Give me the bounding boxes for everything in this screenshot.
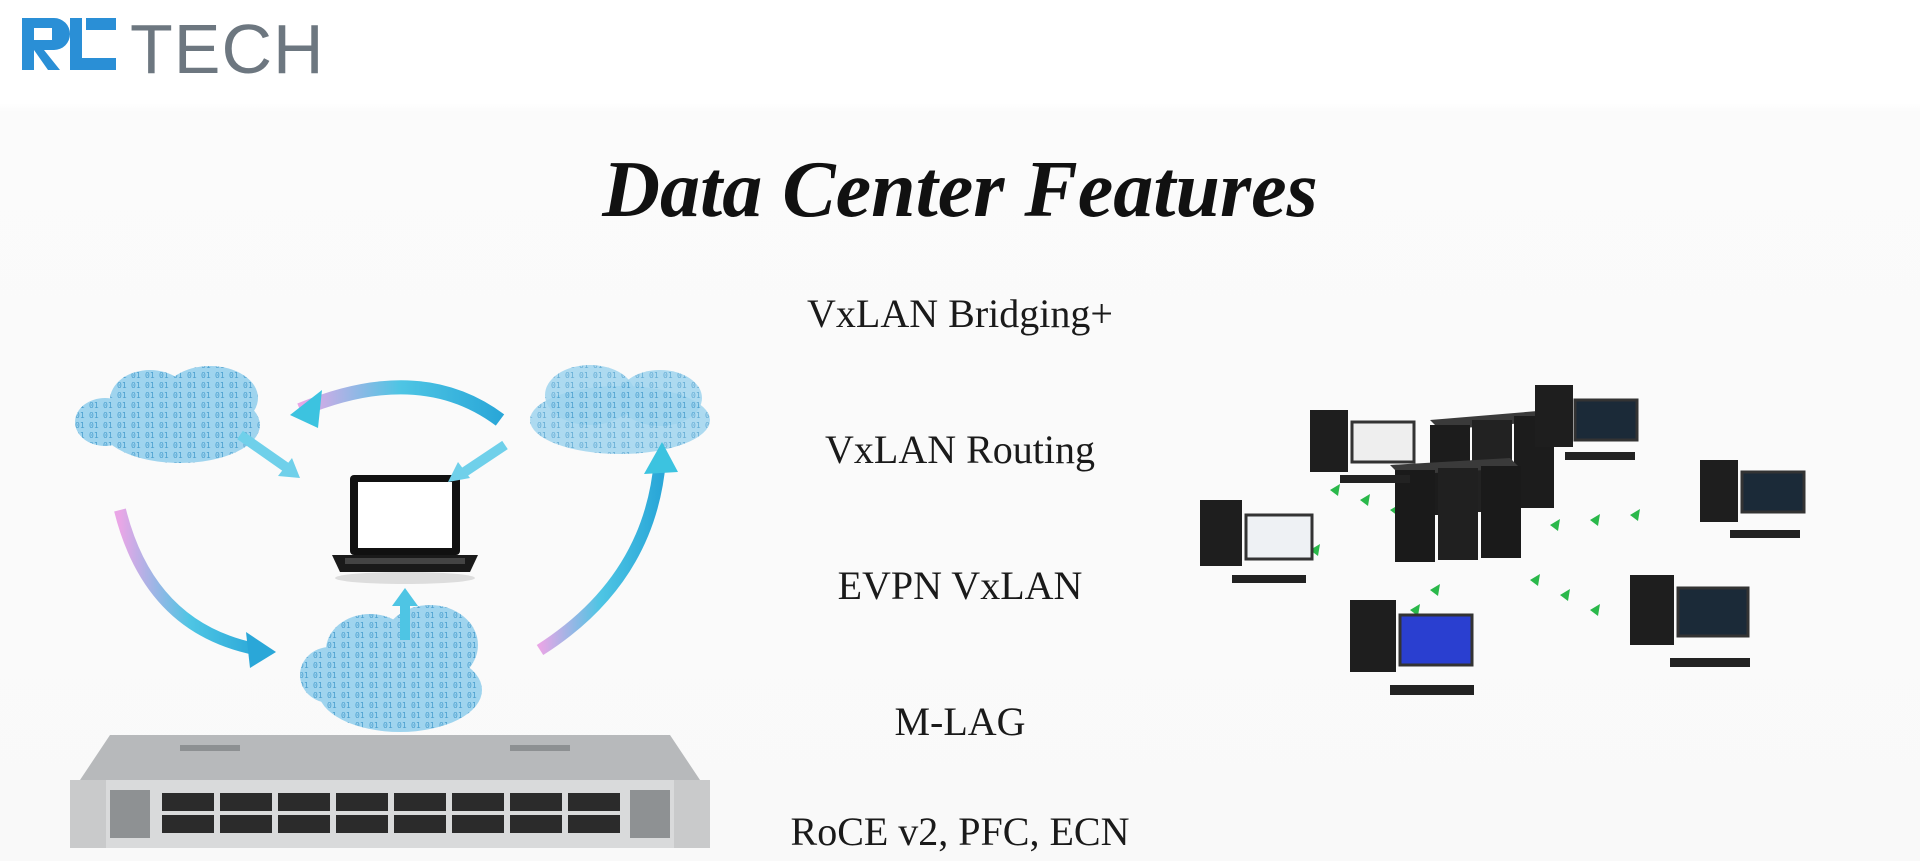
workstation-icon <box>1535 385 1639 460</box>
arrow-head-icon <box>290 390 322 428</box>
workstation-icon <box>1350 600 1474 695</box>
arrow-head-icon <box>448 462 470 482</box>
logo-text: TECH <box>130 10 325 88</box>
company-logo: TECH <box>20 10 324 88</box>
server-rack-icon <box>1390 410 1560 562</box>
arrow-head-icon <box>246 632 276 668</box>
workstation-icon <box>1200 500 1314 583</box>
feature-item: EVPN VxLAN <box>837 563 1083 608</box>
server-network-illustration <box>1200 385 1806 695</box>
arrow-icon <box>457 440 508 480</box>
workstation-icon <box>1310 410 1416 483</box>
feature-item: VxLAN Bridging+ <box>807 291 1113 336</box>
workstation-icon <box>1700 460 1806 538</box>
arrow-head-icon <box>278 458 300 478</box>
arrow-head-icon <box>644 442 678 474</box>
arrow-icon <box>114 508 262 656</box>
feature-item: RoCE v2, PFC, ECN <box>790 809 1130 854</box>
arrow-icon <box>536 459 666 656</box>
page-title: Data Center Features <box>602 146 1318 234</box>
network-switch-illustration <box>70 735 710 848</box>
arrow-head-icon <box>392 588 418 606</box>
workstation-icon <box>1630 575 1750 667</box>
cloud-icon <box>300 605 482 732</box>
arrow-icon <box>237 430 293 475</box>
arrow-icon <box>297 380 505 426</box>
cloud-icon <box>75 366 260 463</box>
rl-logo-mark-icon <box>22 18 116 70</box>
feature-item: VxLAN Routing <box>825 427 1095 472</box>
laptop-icon <box>332 475 478 584</box>
cloud-network-illustration: 01 <box>75 365 710 732</box>
feature-item: M-LAG <box>894 699 1026 744</box>
cloud-icon <box>530 365 710 454</box>
